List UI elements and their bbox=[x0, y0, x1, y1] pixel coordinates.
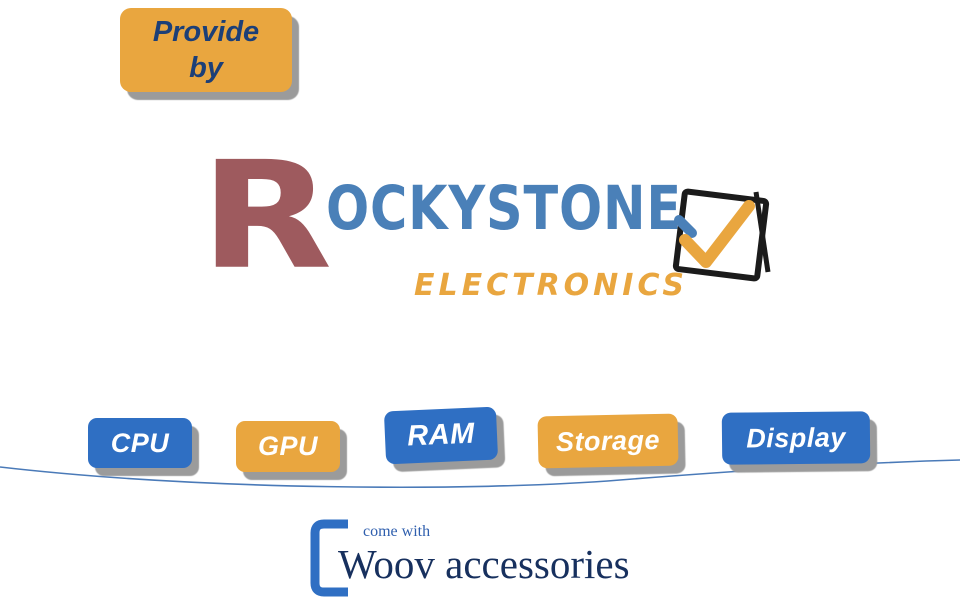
footer-brand-text: Woov accessories bbox=[338, 541, 630, 587]
spec-button-cpu[interactable]: CPU bbox=[88, 418, 192, 468]
footer-prefix-text: come with bbox=[363, 523, 431, 540]
spec-button-ram[interactable]: RAM bbox=[383, 406, 499, 465]
logo-brand-name: OCKYSTONE bbox=[326, 172, 682, 244]
spec-button-cpu-label: CPU bbox=[110, 427, 170, 458]
spec-button-display-label: Display bbox=[746, 421, 846, 454]
provide-by-badge: Provide by bbox=[120, 8, 292, 92]
spec-button-storage[interactable]: Storage bbox=[537, 413, 679, 469]
spec-button-gpu-label: GPU bbox=[257, 431, 318, 461]
spec-button-ram-label: RAM bbox=[406, 417, 476, 453]
provide-by-line1: Provide bbox=[152, 15, 260, 48]
logo-initial-letter: R bbox=[200, 129, 333, 302]
spec-button-display[interactable]: Display bbox=[721, 411, 871, 465]
provide-by-line2: by bbox=[189, 52, 223, 84]
spec-button-gpu[interactable]: GPU bbox=[236, 421, 340, 472]
logo-subtitle: ELECTRONICS bbox=[414, 268, 689, 303]
check-badge-icon bbox=[672, 188, 771, 282]
spec-button-storage-label: Storage bbox=[555, 424, 661, 457]
brand-logo: R OCKYSTONE ELECTRONICS bbox=[200, 142, 790, 323]
bracket-icon bbox=[310, 519, 348, 597]
